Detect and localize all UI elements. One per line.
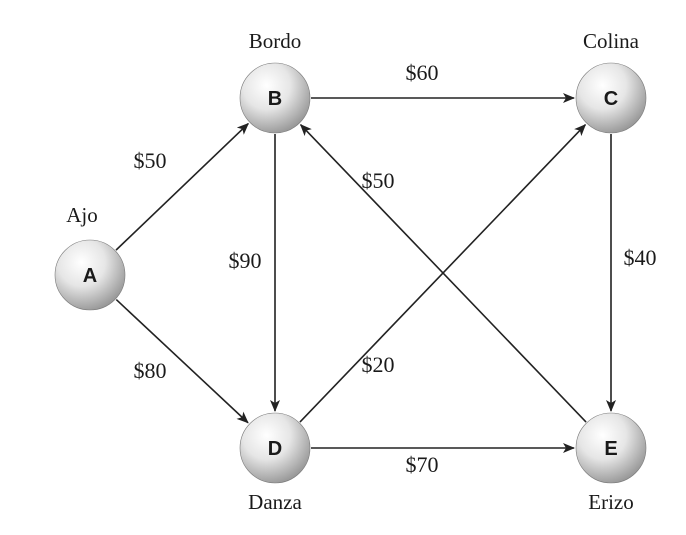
node-circle-a (54, 239, 126, 311)
node-d: D (239, 412, 311, 484)
node-a: A (54, 239, 126, 311)
cost-label-c-e: $40 (624, 245, 657, 270)
cost-label-b-d: $90 (229, 248, 262, 273)
node-letter-c: C (604, 88, 618, 110)
edge-a-to-b (115, 122, 249, 251)
node-c: C (575, 62, 647, 134)
node-circle-d (239, 412, 311, 484)
node-circle-e (575, 412, 647, 484)
city-label-d: Danza (248, 490, 302, 514)
labels-layer: $50 $80 $60 $90 $50 $20 $40 $70 Ajo Bordo ColinaDa… (66, 29, 656, 514)
edges-layer (115, 93, 616, 453)
node-circle-c (575, 62, 647, 134)
cost-label-d-e: $70 (406, 452, 439, 477)
edge-d-to-c (299, 123, 587, 423)
cost-label-a-b: $50 (134, 148, 167, 173)
city-label-a: Ajo (66, 203, 98, 227)
cost-label-b-c: $60 (406, 60, 439, 85)
node-circle-b (239, 62, 311, 134)
cost-label-a-d: $80 (134, 358, 167, 383)
nodes-layer: A B C D E (54, 62, 647, 484)
node-letter-e: E (604, 438, 617, 460)
edge-a-to-d (115, 299, 249, 424)
city-label-b: Bordo (249, 29, 302, 53)
node-letter-d: D (268, 438, 282, 460)
node-letter-a: A (83, 265, 97, 287)
city-label-e: Erizo (588, 490, 633, 514)
node-e: E (575, 412, 647, 484)
node-letter-b: B (268, 88, 282, 110)
node-b: B (239, 62, 311, 134)
city-label-c: Colina (583, 29, 640, 53)
cost-label-e-b: $50 (362, 168, 395, 193)
cost-label-d-c: $20 (362, 352, 395, 377)
